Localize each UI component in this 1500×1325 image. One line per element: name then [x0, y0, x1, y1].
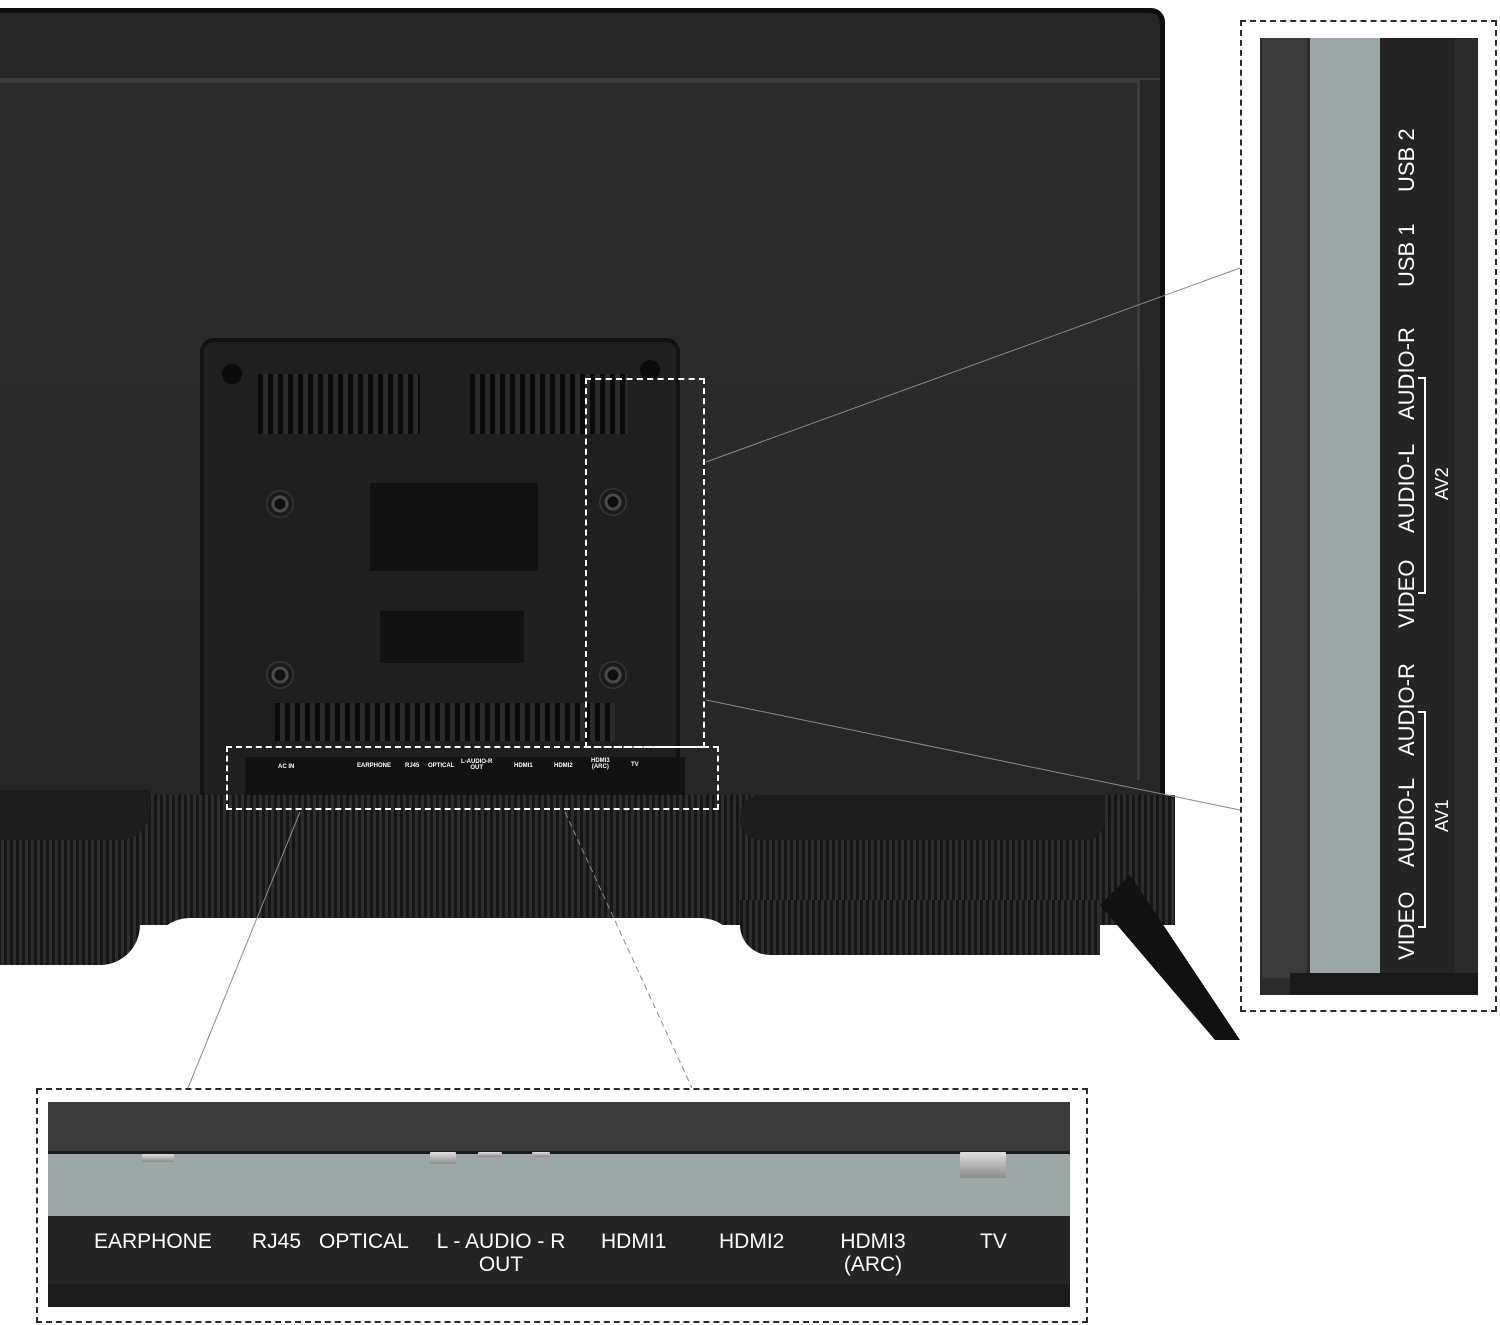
vesa-mount-top-left	[266, 490, 294, 518]
strip-label-ac-in: AC IN	[278, 764, 295, 770]
bottom-ports-label-strip	[48, 1216, 1070, 1284]
label-hdmi3: HDMI3 (ARC)	[840, 1230, 906, 1276]
label-av2-audio-l: AUDIO-L	[1394, 443, 1419, 533]
label-usb2: USB 2	[1394, 128, 1419, 192]
label-rj45: RJ45	[252, 1230, 302, 1253]
label-av2-audio-r: AUDIO-R	[1394, 327, 1419, 420]
bottom-ports-connector-strip	[48, 1154, 1070, 1216]
strip-label-earphone: EARPHONE	[357, 763, 392, 769]
tv-stand-wing-right	[740, 795, 1105, 840]
strip-label-tv: TV	[631, 762, 639, 768]
label-hdmi2: HDMI2	[719, 1230, 785, 1253]
strip-label-optical: OPTICAL	[428, 763, 455, 769]
tv-frame-ridge	[0, 45, 1160, 80]
label-av1-audio-l: AUDIO-L	[1394, 777, 1419, 867]
tv-stand-foot-left	[0, 920, 140, 965]
label-av2-group: AV2	[1432, 467, 1452, 500]
strip-label-hdmi3: HDMI3 (ARC)	[591, 758, 610, 770]
label-recess-upper	[370, 483, 538, 571]
rear-port-strip: AC IN EARPHONE RJ45 OPTICAL L-AUDIO-R OU…	[245, 757, 685, 795]
audio-jack-extra-icon	[532, 1152, 550, 1157]
vesa-mount-bottom-left	[266, 661, 294, 689]
callout-zone-bottom-ports	[226, 746, 719, 810]
screw-hole-left	[222, 364, 242, 384]
bottom-ports-base	[48, 1284, 1070, 1307]
audio-jack-left-icon	[430, 1152, 456, 1164]
label-av1-group: AV1	[1432, 799, 1452, 832]
label-hdmi1: HDMI1	[601, 1230, 667, 1253]
strip-label-rj45: RJ45	[405, 763, 420, 769]
tv-antenna-connector-icon	[960, 1152, 1006, 1178]
screw-hole-right	[640, 360, 660, 380]
side-ports-base	[1290, 973, 1478, 995]
vesa-mount-bottom-right	[599, 661, 627, 689]
vent-top-left	[258, 374, 420, 434]
label-usb1: USB 1	[1394, 223, 1419, 287]
side-ports-label-strip	[1380, 38, 1455, 973]
av2-bracket	[1418, 377, 1426, 594]
label-earphone: EARPHONE	[94, 1230, 212, 1253]
tv-stand-gap	[150, 918, 740, 958]
callout-zone-side-ports	[585, 378, 705, 748]
strip-label-hdmi1: HDMI1	[514, 763, 533, 769]
side-ports-callout	[1240, 20, 1497, 1012]
audio-jack-right-icon	[478, 1152, 502, 1157]
earphone-jack-icon	[142, 1154, 174, 1162]
av1-bracket	[1418, 711, 1426, 928]
vent-top-right	[470, 374, 628, 434]
tv-stand-wing-left	[0, 790, 150, 840]
vesa-mount-top-right	[599, 488, 627, 516]
bottom-ports-callout	[36, 1088, 1088, 1323]
label-av2-video: VIDEO	[1394, 559, 1419, 628]
label-av1-video: VIDEO	[1394, 891, 1419, 960]
label-av1-audio-r: AUDIO-R	[1394, 663, 1419, 756]
label-audio-out: L - AUDIO - R OUT	[436, 1230, 566, 1276]
vent-bottom	[275, 703, 615, 741]
label-tv: TV	[980, 1230, 1007, 1253]
side-ports-connector-strip	[1310, 38, 1380, 973]
side-ports-edge	[1262, 38, 1307, 978]
label-recess-lower	[380, 611, 524, 663]
bottom-ports-edge	[48, 1102, 1070, 1154]
label-optical: OPTICAL	[319, 1230, 409, 1253]
strip-label-hdmi2: HDMI2	[554, 763, 573, 769]
tv-stand-foot-right	[740, 900, 1100, 955]
strip-label-audio-out: L-AUDIO-R OUT	[461, 759, 493, 771]
